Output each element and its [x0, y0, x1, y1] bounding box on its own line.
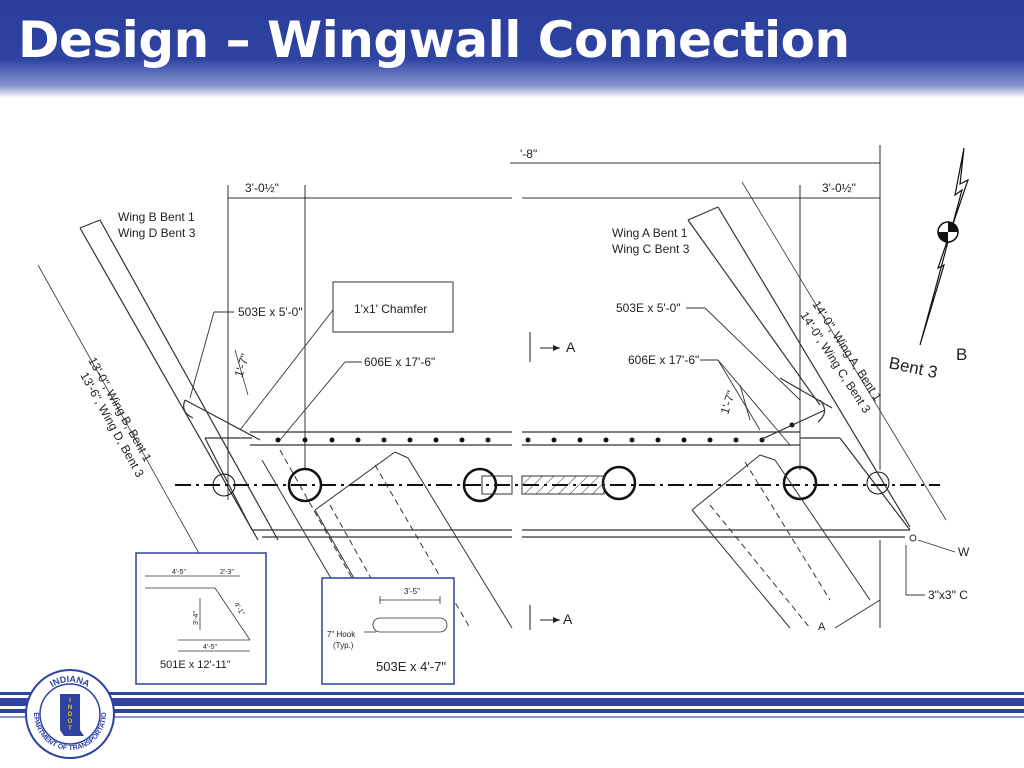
left-wingwall	[79, 219, 279, 541]
bar-606-right: 606E x 17'-6"	[628, 353, 699, 367]
section-a-top: A	[566, 339, 576, 355]
bar-606-left: 606E x 17'-6"	[364, 355, 435, 369]
section-a-markers	[529, 332, 560, 630]
bar-503-right: 503E x 5'-0"	[616, 301, 681, 315]
rebar-dots	[275, 422, 795, 443]
section-a-bottom: A	[563, 611, 573, 627]
footer-band-3	[0, 709, 1024, 713]
inset-501: 4'-5" 2'-3" 3'-4" 4'-1" 4'-5" 501E x 12'…	[135, 552, 267, 685]
inset-501-label: 501E x 12'-11"	[160, 659, 231, 671]
b-partial: B	[956, 345, 967, 364]
inset-503-label: 503E x 4'-7"	[376, 659, 446, 674]
chamfer-box	[332, 281, 454, 333]
slide-title: Design – Wingwall Connection	[18, 11, 850, 69]
dim-17-right: 1'-7"	[718, 389, 739, 416]
seal-letter-i: I	[69, 698, 71, 704]
wing-bd-line1: Wing B Bent 1	[118, 210, 195, 224]
inset-503-hook-note: (Typ.)	[333, 641, 354, 650]
inset-501-dim-a: 4'-5"	[172, 569, 186, 576]
beam-left	[204, 431, 512, 538]
dim-17-left: 1'-7"	[232, 352, 253, 379]
bent3-label: Bent 3	[887, 353, 939, 382]
chamfer-label: 1'x1' Chamfer	[354, 302, 427, 316]
inset-503: 3'-5" 7" Hook (Typ.) 503E x 4'-7"	[321, 577, 455, 685]
wing-ac-line2: Wing C Bent 3	[612, 242, 690, 256]
seal-letter-o: O	[68, 719, 73, 725]
inset-503-hook: 7" Hook	[327, 630, 356, 639]
footer-band-2	[0, 698, 1024, 706]
a-partial: A	[818, 621, 826, 633]
north-arrow-icon	[919, 147, 970, 346]
wing-bd-line2: Wing D Bent 3	[118, 226, 196, 240]
right-leaders	[686, 307, 801, 446]
inset-503-dim: 3'-5"	[404, 587, 420, 596]
inset-501-dim-mid: 3'-4"	[193, 611, 200, 625]
footer-band-4	[0, 716, 1024, 718]
seal-letter-d: D	[68, 712, 73, 718]
left-503-leader	[189, 311, 234, 399]
dim-left-label: 3'-0½"	[245, 181, 279, 195]
footer-band-1	[0, 692, 1024, 695]
dim-top-label: '-8"	[520, 147, 537, 161]
seal-letter-t: T	[68, 726, 72, 732]
hatched-member	[521, 475, 605, 495]
beam-right	[522, 431, 911, 538]
chamfer-leader	[239, 309, 334, 431]
title-bar: Design – Wingwall Connection	[0, 0, 1024, 98]
inset-501-dim-b: 2'-3"	[220, 569, 234, 576]
right-piles	[691, 454, 881, 629]
right-wingwall	[687, 206, 911, 528]
bar-503-left: 503E x 5'-0"	[238, 305, 303, 319]
indot-seal-logo: INDIANA DEPARTMENT OF TRANSPORTATION I N…	[24, 668, 115, 759]
overall-dimension	[227, 145, 881, 500]
chamfer-partial: 3"x3" C	[928, 588, 968, 602]
left-length-dim	[37, 264, 201, 556]
pile-circles	[212, 465, 890, 503]
seal-letter-n: N	[68, 705, 72, 711]
dim-right-label: 3'-0½"	[822, 181, 856, 195]
wing-ac-line1: Wing A Bent 1	[612, 226, 688, 240]
w-partial: W	[958, 545, 970, 559]
right-length-dim	[741, 181, 947, 521]
inset-501-dim-bottom: 4'-5"	[203, 644, 217, 651]
indiana-shape-icon	[60, 694, 84, 736]
